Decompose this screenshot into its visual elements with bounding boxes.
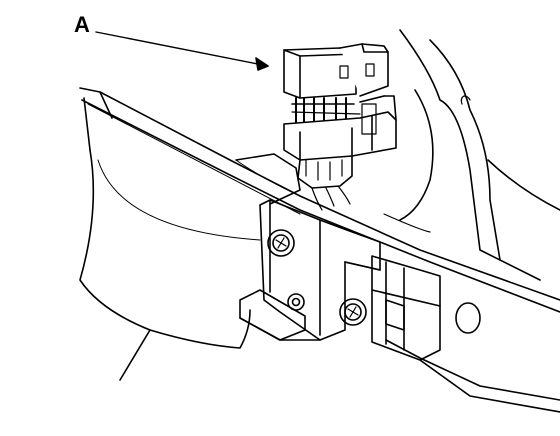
callout-leader <box>95 31 269 71</box>
screw-right <box>339 298 367 326</box>
screw-left <box>267 229 295 257</box>
mounting-bracket <box>239 199 381 341</box>
callout-label-a: A <box>74 12 90 37</box>
background-frame <box>383 29 560 334</box>
screw-nut <box>287 293 305 311</box>
body-panel <box>79 149 261 381</box>
relay-connector <box>235 43 397 211</box>
terminal-block <box>371 255 560 413</box>
